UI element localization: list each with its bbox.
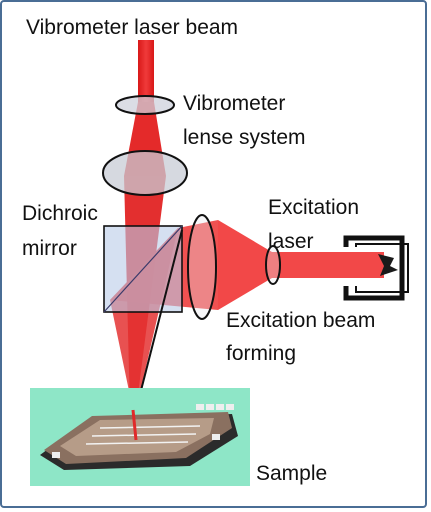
vibrometer-lens-upper	[115, 95, 175, 115]
dichroic-mirror	[103, 225, 183, 411]
sample-board	[30, 388, 250, 486]
excitation-forming-lens-large	[187, 214, 217, 320]
label-sample: Sample	[256, 462, 328, 485]
label-vibrometer-lens-system-line1: Vibrometer	[183, 92, 286, 115]
excitation-forming-lens-small	[265, 245, 281, 285]
label-excitation-laser-line1: Excitation	[268, 196, 360, 219]
label-vibrometer-lens-system-line2: lense system	[183, 126, 306, 149]
label-excitation-beam-forming-line1: Excitation beam	[226, 309, 376, 332]
vibrometer-lens-lower	[102, 150, 188, 196]
label-dichroic-mirror-line1: Dichroic	[22, 202, 98, 225]
label-excitation-beam-forming-line2: forming	[226, 342, 297, 365]
label-vibrometer-laser-beam: Vibrometer laser beam	[26, 16, 239, 39]
label-excitation-laser-line2: laser	[268, 230, 314, 253]
excitation-laser-housing	[343, 235, 409, 301]
label-dichroic-mirror-line2: mirror	[22, 237, 77, 260]
